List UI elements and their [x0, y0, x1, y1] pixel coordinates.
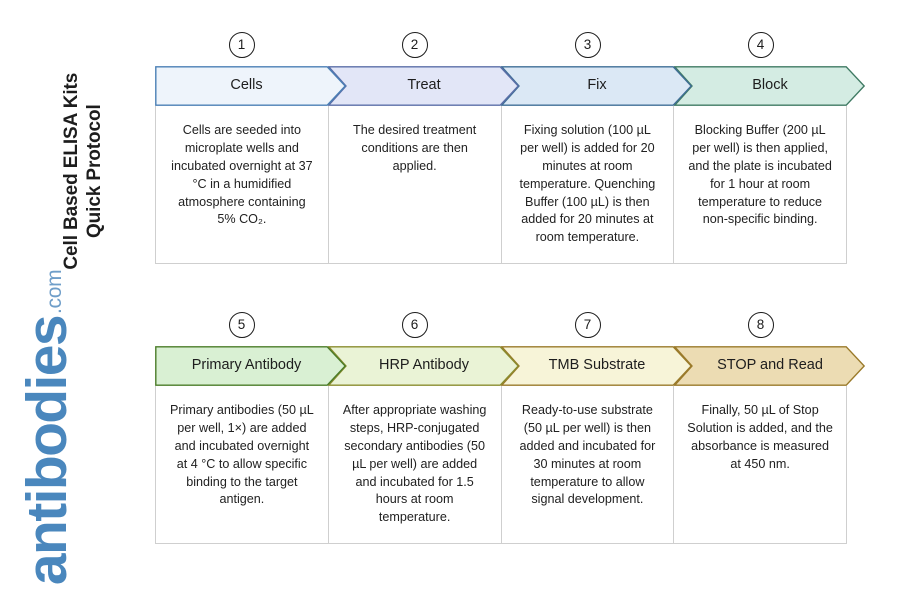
- step-number-3: 3: [574, 32, 601, 58]
- step-panel-3: Fixing solution (100 µL per well) is add…: [502, 106, 675, 263]
- left-rail: Cell Based ELISA Kits Quick Protocol ant…: [0, 0, 155, 594]
- step-description-2: The desired treatment conditions are the…: [353, 123, 477, 173]
- step-description-5: Primary antibodies (50 µL per well, 1×) …: [169, 403, 314, 507]
- chevron-shape: [155, 346, 346, 386]
- step-chevron-8[interactable]: STOP and Read: [674, 346, 865, 386]
- step-description-1: Cells are seeded into microplate wells a…: [171, 123, 313, 227]
- step-description-8: Finally, 50 µL of Stop Solution is added…: [687, 403, 833, 471]
- step-chevron-4[interactable]: Block: [674, 66, 865, 106]
- chevron-shape: [328, 66, 519, 106]
- step-number-5: 5: [228, 312, 255, 338]
- step-chevron-6[interactable]: HRP Antibody: [328, 346, 519, 386]
- step-label-3: Fix: [587, 77, 607, 94]
- chevron-shape: [155, 66, 346, 106]
- step-description-4: Blocking Buffer (200 µL per well) is the…: [688, 123, 832, 227]
- chevron-shape: [674, 346, 865, 386]
- step-panel-1: Cells are seeded into microplate wells a…: [156, 106, 329, 263]
- step-panel-5: Primary antibodies (50 µL per well, 1×) …: [156, 386, 329, 543]
- step-description-3: Fixing solution (100 µL per well) is add…: [519, 123, 656, 245]
- step-description-6: After appropriate washing steps, HRP-con…: [342, 403, 487, 525]
- step-chevron-2[interactable]: Treat: [328, 66, 519, 106]
- protocol-row-2: 5 6 7 8 Primary Antibody HRP Antibody TMB Sub…: [155, 312, 865, 544]
- step-number-6: 6: [401, 312, 428, 338]
- step-panels-1: Cells are seeded into microplate wells a…: [155, 106, 847, 264]
- chevron-shape: [501, 346, 692, 386]
- step-label-6: HRP Antibody: [378, 357, 469, 374]
- step-banner-1: Cells Treat Fix Block: [155, 66, 865, 106]
- chevron-shape: [674, 66, 865, 106]
- logo-tld: .com: [43, 269, 67, 315]
- step-label-2: Treat: [407, 77, 441, 94]
- chevron-shape: [328, 346, 519, 386]
- step-panels-2: Primary antibodies (50 µL per well, 1×) …: [155, 386, 847, 544]
- step-banner-2: Primary Antibody HRP Antibody TMB Substrat…: [155, 346, 865, 386]
- step-chevron-3[interactable]: Fix: [501, 66, 692, 106]
- step-label-5: Primary Antibody: [191, 357, 302, 374]
- step-number-8: 8: [747, 312, 774, 338]
- page-title-line2: Quick Protocol: [84, 104, 105, 239]
- step-label-8: STOP and Read: [717, 357, 823, 374]
- step-description-7: Ready-to-use substrate (50 µL per well) …: [519, 403, 656, 507]
- step-number-7: 7: [574, 312, 601, 338]
- step-chevron-5[interactable]: Primary Antibody: [155, 346, 346, 386]
- step-panel-2: The desired treatment conditions are the…: [329, 106, 502, 263]
- step-chevron-1[interactable]: Cells: [155, 66, 346, 106]
- step-number-strip-1: 1 2 3 4: [155, 32, 847, 66]
- step-panel-8: Finally, 50 µL of Stop Solution is added…: [674, 386, 846, 543]
- step-label-1: Cells: [230, 77, 263, 94]
- step-number-2: 2: [401, 32, 428, 58]
- step-panel-7: Ready-to-use substrate (50 µL per well) …: [502, 386, 675, 543]
- step-panel-4: Blocking Buffer (200 µL per well) is the…: [674, 106, 846, 263]
- step-number-strip-2: 5 6 7 8: [155, 312, 847, 346]
- step-number-4: 4: [747, 32, 774, 58]
- step-panel-6: After appropriate washing steps, HRP-con…: [329, 386, 502, 543]
- step-label-7: TMB Substrate: [548, 357, 646, 374]
- step-label-4: Block: [752, 77, 788, 94]
- antibodies-logo: antibodies .com: [14, 255, 79, 586]
- step-chevron-7[interactable]: TMB Substrate: [501, 346, 692, 386]
- step-number-1: 1: [228, 32, 255, 58]
- chevron-shape: [501, 66, 692, 106]
- protocol-row-1: 1 2 3 4 Cells Treat Fix Block Cells are seeded…: [155, 32, 865, 264]
- logo-wordmark: antibodies: [14, 316, 79, 586]
